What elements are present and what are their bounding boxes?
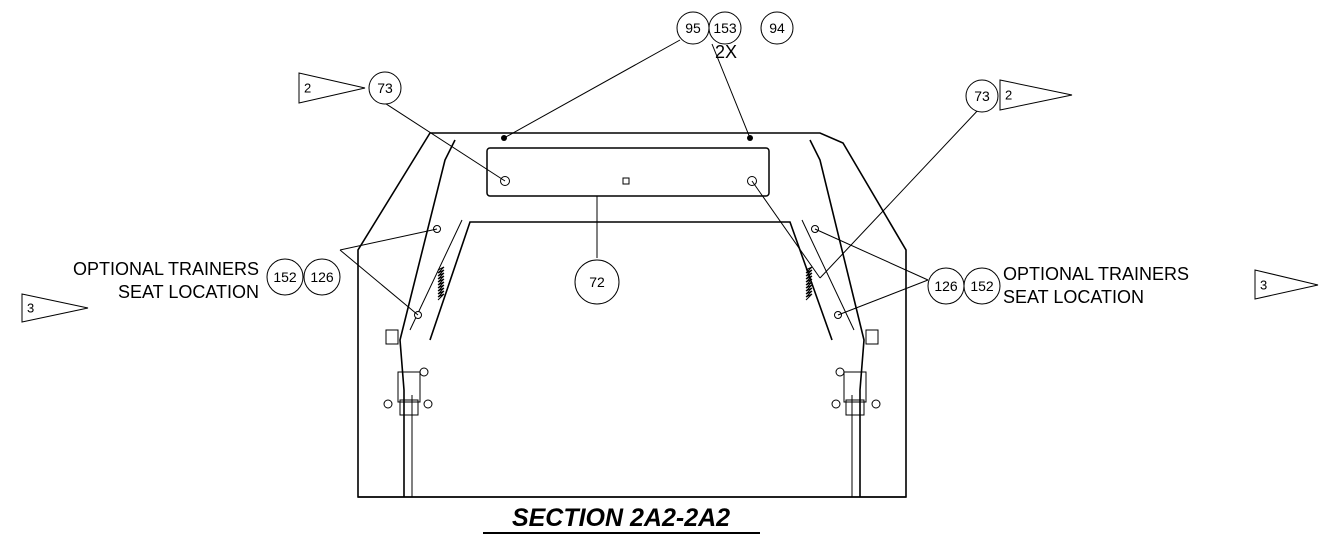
top-plate bbox=[486, 147, 770, 197]
label-optional-trainers-right: OPTIONAL TRAINERS bbox=[1003, 264, 1189, 284]
balloon-152-right: 152 bbox=[963, 267, 1001, 305]
right-spring bbox=[805, 266, 813, 301]
left-post bbox=[383, 139, 833, 497]
frame-outline bbox=[357, 132, 907, 498]
balloon-94: 94 bbox=[760, 11, 794, 45]
svg-text:73: 73 bbox=[377, 80, 393, 96]
svg-text:94: 94 bbox=[769, 20, 785, 36]
flag-2-right: 2 bbox=[999, 79, 1073, 111]
flag-3-left: 3 bbox=[21, 293, 89, 323]
flag-2-left: 2 bbox=[298, 72, 366, 104]
left-spring bbox=[437, 266, 445, 301]
svg-text:152: 152 bbox=[273, 269, 297, 285]
svg-text:153: 153 bbox=[713, 20, 737, 36]
svg-text:126: 126 bbox=[934, 278, 958, 294]
balloon-126-right: 126 bbox=[927, 267, 965, 305]
balloon-126-left: 126 bbox=[303, 258, 341, 296]
svg-text:152: 152 bbox=[970, 278, 994, 294]
balloon-73-right: 73 bbox=[965, 79, 999, 113]
balloon-95: 95 bbox=[676, 11, 710, 45]
balloon-73-left: 73 bbox=[368, 71, 402, 105]
quantity-note: 2X bbox=[715, 42, 737, 62]
svg-text:2: 2 bbox=[1005, 88, 1012, 103]
right-post bbox=[801, 139, 881, 497]
balloon-153: 153 bbox=[708, 11, 742, 45]
section-title: SECTION 2A2-2A2 bbox=[483, 504, 760, 534]
balloon-152-left: 152 bbox=[266, 258, 304, 296]
fastener-dots bbox=[414, 135, 842, 319]
svg-text:73: 73 bbox=[974, 88, 990, 104]
section-title-text: SECTION 2A2-2A2 bbox=[512, 504, 730, 532]
svg-text:72: 72 bbox=[589, 274, 605, 290]
leader-lines bbox=[339, 39, 981, 316]
balloon-72: 72 bbox=[574, 259, 620, 305]
svg-text:95: 95 bbox=[685, 20, 701, 36]
svg-text:126: 126 bbox=[310, 269, 334, 285]
label-seat-location-right: SEAT LOCATION bbox=[1003, 287, 1144, 307]
svg-text:3: 3 bbox=[1260, 278, 1267, 293]
label-optional-trainers-left: OPTIONAL TRAINERS bbox=[73, 259, 259, 279]
label-seat-location-left: SEAT LOCATION bbox=[118, 282, 259, 302]
svg-text:3: 3 bbox=[27, 301, 34, 316]
svg-text:2: 2 bbox=[304, 81, 311, 96]
flag-3-right: 3 bbox=[1254, 269, 1319, 300]
